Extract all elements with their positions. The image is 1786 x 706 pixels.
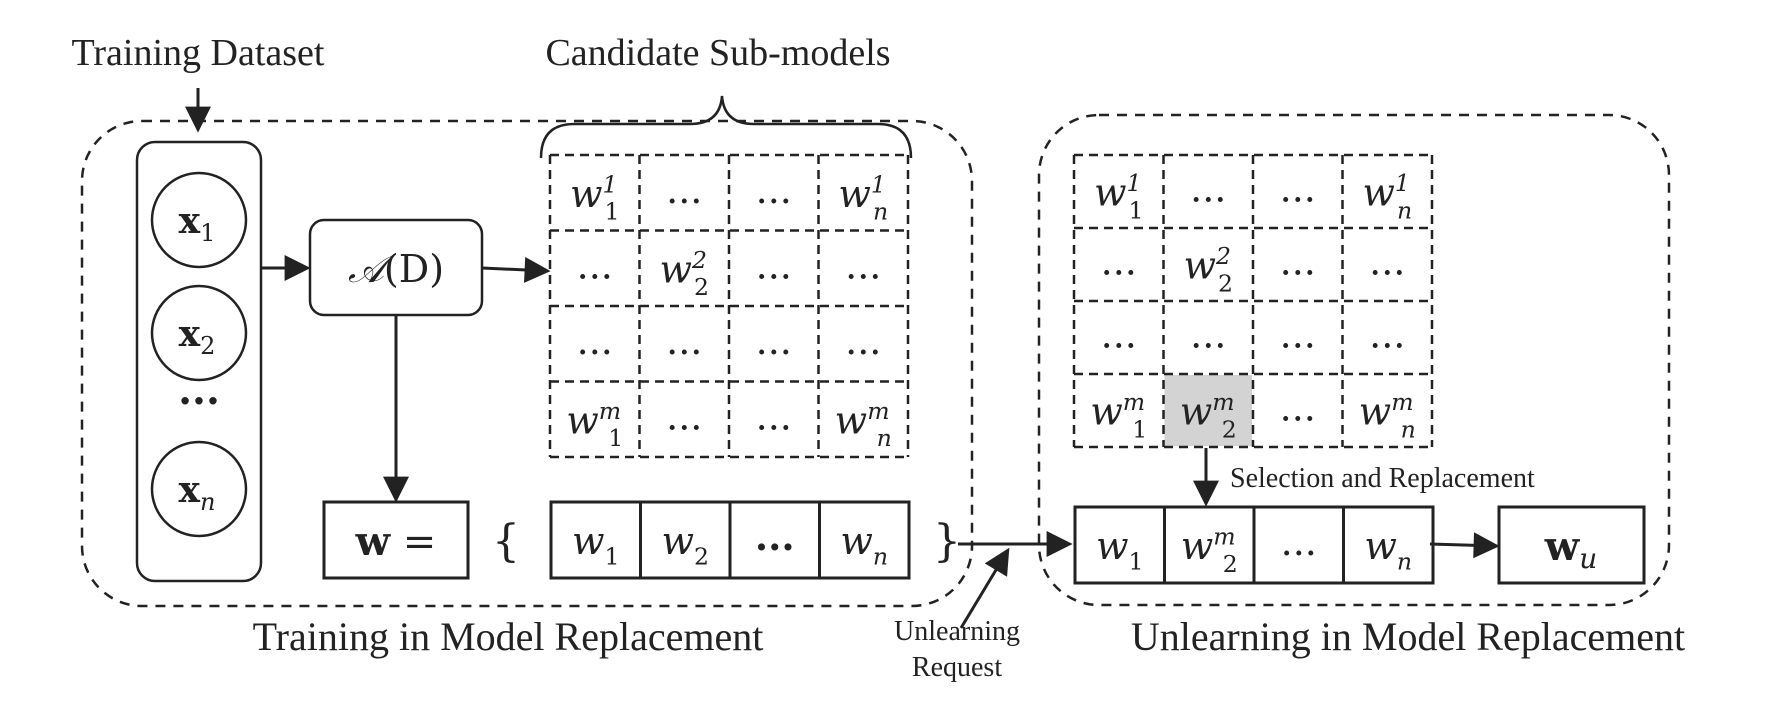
grid-cell: ... [1280, 167, 1316, 211]
training-caption: Training in Model Replacement [253, 614, 764, 659]
unlearning-request-line2: Request [912, 652, 1002, 683]
w-row-cell: ... [1281, 520, 1317, 564]
grid-cell: ... [666, 168, 702, 212]
submodels-brace [539, 95, 913, 159]
grid-cell: ... [845, 319, 881, 363]
w-row-cell: w1 [1096, 524, 1144, 576]
dataset-sample-circle [150, 284, 248, 382]
grid-cell: ... [756, 394, 792, 438]
dataset-sample-label: x2 [179, 313, 216, 360]
dataset-sample-label: x1 [179, 200, 216, 247]
w-equals-box [322, 500, 470, 580]
dataset-sample-circle [150, 171, 248, 269]
unlearning-request-arrow [959, 547, 1010, 629]
row-to-wu-arrow [1429, 532, 1500, 559]
grid-cell: ... [1369, 313, 1405, 357]
grid-cell: ... [666, 394, 702, 438]
w-equals-sign: = [390, 519, 436, 565]
grid-cell: ... [1101, 313, 1137, 357]
grid-cell: ... [1101, 240, 1137, 284]
candidate-submodels-label: Candidate Sub-models [545, 32, 890, 74]
grid-cell: ... [756, 168, 792, 212]
w-row-cell: w1 [572, 519, 620, 571]
algorithm-label: 𝒜(D) [348, 247, 444, 291]
wu-box [1497, 505, 1646, 585]
w-equals-w: w [355, 518, 392, 565]
grid-cell: ... [1369, 240, 1405, 284]
training-w-row: w1 w2... wn [549, 500, 911, 580]
grid-cell: ... [756, 319, 792, 363]
training-region [80, 119, 974, 608]
unlearning-caption: Unlearning in Model Replacement [1131, 614, 1685, 659]
w-row-cell: wn [840, 519, 888, 571]
grid-cell: ... [1190, 167, 1226, 211]
w-row-cell: wn [1364, 524, 1412, 576]
w-equals-label: w = [355, 518, 437, 565]
w-row-close-brace: } [933, 516, 961, 567]
selected-cell-highlight [1164, 375, 1252, 446]
grid-cell: ... [1280, 240, 1316, 284]
grid-cell: ... [577, 319, 613, 363]
dataset-sample-circle [150, 440, 248, 538]
grid-cell: ... [1280, 313, 1316, 357]
grid-cell: ... [845, 243, 881, 287]
algorithm-to-grid-arrow [481, 256, 551, 283]
algorithm-args: (D) [384, 247, 444, 291]
dataset-sample-label: xn [179, 469, 216, 516]
grid-cell: ... [756, 243, 792, 287]
wu-sub: u [1579, 542, 1597, 575]
training-dataset-label: Training Dataset [72, 32, 325, 74]
w-row-cell: w2 [661, 519, 709, 571]
unlearning-request-line1: Unlearning [894, 616, 1020, 647]
unlearning-region [1037, 113, 1671, 607]
grid-cell: ... [1280, 386, 1316, 430]
w-row-open-brace: { [492, 516, 520, 567]
dataset-ellipsis: ··· [178, 378, 220, 425]
wu-w: w [1544, 523, 1581, 570]
grid-cell: ... [577, 243, 613, 287]
dataset-container [135, 140, 263, 583]
w-row-cell: ... [755, 514, 795, 559]
grid-cell: ... [1190, 313, 1226, 357]
wu-label: wu [1544, 523, 1597, 575]
selection-replacement-label: Selection and Replacement [1230, 463, 1535, 494]
grid-cell: ... [666, 319, 702, 363]
